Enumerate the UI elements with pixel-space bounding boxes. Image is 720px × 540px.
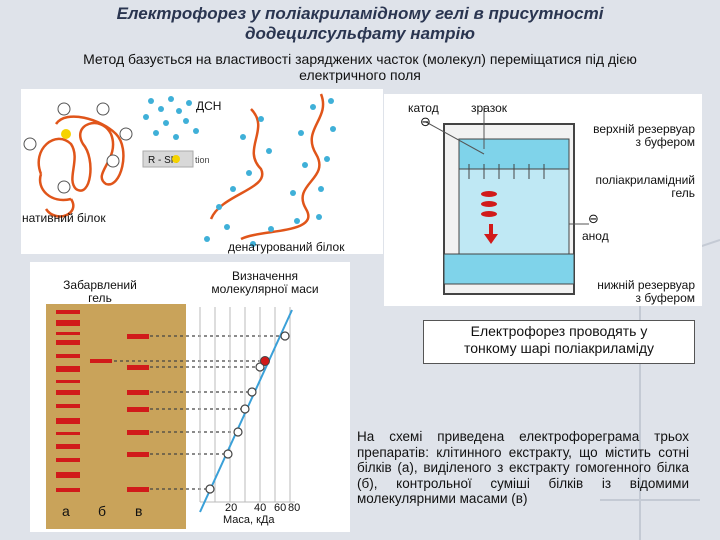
- rsh-dot: [172, 155, 180, 163]
- mw-line-2: молекулярної маси: [211, 282, 319, 296]
- native-sh-dot: [61, 129, 71, 139]
- rsh-box: [142, 150, 194, 168]
- x-tick-80: 80: [288, 502, 300, 514]
- native-protein-coil: [37, 115, 125, 218]
- lower-reservoir: [443, 253, 575, 285]
- anode-minus: ⊖: [588, 211, 599, 226]
- gel-slab: [458, 168, 570, 255]
- cathode-line: [425, 121, 485, 155]
- apparatus-diagram: [425, 106, 589, 295]
- subtitle-line-2: електричного поля: [299, 67, 421, 83]
- gel-label-line-2: гель: [671, 186, 695, 200]
- x-tick-40: 40: [254, 502, 266, 514]
- band-guide-lines: [114, 335, 285, 490]
- rsh-suffix: tion: [195, 155, 210, 165]
- title-line-1: Електрофорез у поліакриламідному гелі в …: [116, 4, 604, 23]
- lane-label-a: а: [62, 503, 70, 519]
- upper-reservoir-line-1: верхній резервуар: [593, 122, 695, 136]
- unknown-protein-point: [260, 356, 270, 366]
- caption-line-2: тонкому шарі поліакриламіду: [463, 340, 655, 356]
- gel-sample-bands: [481, 191, 497, 217]
- gel-label-line-1: поліакриламідний: [595, 173, 695, 187]
- native-protein-label: нативний білок: [22, 211, 106, 225]
- anode-label: анод: [582, 229, 609, 243]
- lane-c-bands: [127, 334, 149, 492]
- title-line-2: додецилсульфату натрію: [245, 24, 475, 43]
- x-tick-20: 20: [225, 502, 237, 514]
- denatured-protein-label: денатурований білок: [228, 240, 345, 254]
- calibration-points: [205, 331, 290, 494]
- lane-label-b: б: [98, 503, 107, 519]
- apparatus-caption: Електрофорез проводять у тонкому шарі по…: [423, 320, 695, 364]
- mw-line-1: Визначення: [232, 269, 298, 283]
- rsh-label: R - SH: [148, 155, 178, 166]
- stained-gel-line-2: гель: [88, 291, 112, 305]
- upper-reservoir-label: верхній резервуар з буфером: [560, 123, 695, 149]
- stained-gel-line-1: Забарвлений: [63, 278, 137, 292]
- description-text: На схемі приведена електрофореграма трьо…: [357, 429, 689, 506]
- plot-grid: [199, 307, 295, 503]
- migration-arrow: [484, 224, 498, 244]
- subtitle-line-1: Метод базується на властивості заряджени…: [83, 51, 637, 67]
- lower-reservoir-line-2: з буфером: [635, 291, 695, 305]
- sds-label: ДСН: [196, 99, 221, 113]
- lane-label-c: в: [135, 503, 143, 519]
- lane-a-bands: [56, 310, 80, 492]
- cathode-minus: ⊖: [420, 114, 431, 129]
- x-axis-label: Маса, кДа: [223, 514, 275, 526]
- gel-comb: [468, 164, 545, 179]
- denatured-protein-chain: [209, 93, 325, 241]
- denatured-sds-dots: [204, 98, 336, 247]
- stained-gel-label: Забарвлений гель: [55, 279, 145, 305]
- lane-b-band: [90, 359, 112, 363]
- gel-figure: 20 40 60 80 Маса, кДа: [46, 304, 300, 529]
- caption-line-1: Електрофорез проводять у: [470, 323, 648, 339]
- lower-reservoir-label: нижній резервуар з буфером: [560, 279, 695, 305]
- slide-title: Електрофорез у поліакриламідному гелі в …: [40, 4, 680, 44]
- upper-reservoir-line-2: з буфером: [635, 135, 695, 149]
- sample-label: зразок: [471, 101, 508, 115]
- protein-diagram: ДСН R - SH tion: [23, 93, 336, 247]
- slide-subtitle: Метод базується на властивості заряджени…: [20, 51, 700, 83]
- gel-label: поліакриламідний гель: [560, 174, 695, 200]
- mw-label: Визначення молекулярної маси: [190, 270, 340, 296]
- cathode-label: катод: [408, 101, 439, 115]
- stained-gel: [46, 304, 186, 529]
- sds-dots: [143, 96, 199, 140]
- lower-reservoir-line-1: нижній резервуар: [597, 278, 695, 292]
- x-tick-60: 60: [274, 502, 286, 514]
